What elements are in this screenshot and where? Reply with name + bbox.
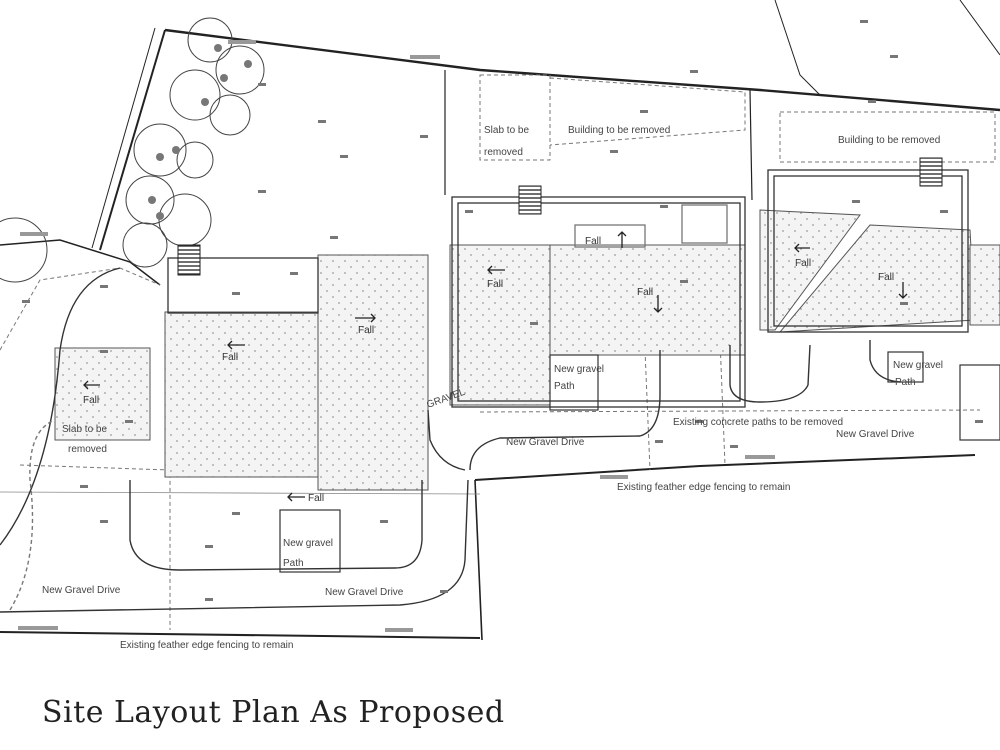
fall-label: Fall	[222, 352, 238, 363]
plan-title: Site Layout Plan As Proposed	[42, 695, 505, 730]
fall-label: Fall	[637, 287, 653, 298]
paved-areas	[54, 209, 1000, 491]
spot-levels	[22, 20, 983, 601]
label-slab-left: Slab to be removed	[62, 424, 110, 455]
building-walls	[167, 169, 969, 408]
steps-icon	[177, 157, 943, 276]
site-boundary	[0, 0, 1000, 641]
fall-label: Fall	[795, 258, 811, 269]
fall-arrow-icon	[83, 231, 908, 502]
label-gravel-drive-center: New Gravel Drive	[506, 437, 585, 448]
label-building-removed-2: Building to be removed	[838, 135, 940, 146]
fall-label: Fall	[585, 236, 601, 247]
fall-label: Fall	[878, 272, 894, 283]
fall-labels: Fall Fall Fall Fall Fall Fall Fall Fall …	[83, 236, 894, 504]
label-gravel-path-right: New gravel Path	[893, 360, 946, 388]
site-plan-drawing: Fall Fall Fall Fall Fall Fall Fall Fall …	[0, 0, 1000, 651]
fall-label: Fall	[83, 395, 99, 406]
fall-label: Fall	[487, 279, 503, 290]
fall-label: Fall	[358, 325, 374, 336]
label-gravel-path-mid: New gravel Path	[554, 364, 607, 392]
label-slab-top: Slab to be removed	[484, 125, 532, 158]
label-fencing-bottom: Existing feather edge fencing to remain	[120, 640, 293, 651]
label-gravel-path-bottom: New gravel Path	[283, 538, 336, 569]
level-tags	[18, 40, 775, 632]
label-gravel-drive-bc: New Gravel Drive	[325, 587, 404, 598]
label-building-removed-1: Building to be removed	[568, 125, 670, 136]
label-fencing-right: Existing feather edge fencing to remain	[617, 482, 790, 493]
gravel-path-boxes	[279, 351, 1000, 573]
gravel-drive-lines	[0, 267, 901, 613]
label-gravel-drive-bl: New Gravel Drive	[42, 585, 121, 596]
tree-icon	[0, 17, 265, 283]
fall-label: Fall	[308, 493, 324, 504]
label-concrete-paths: Existing concrete paths to be removed	[673, 417, 843, 428]
label-gravel-drive-right: New Gravel Drive	[836, 429, 915, 440]
